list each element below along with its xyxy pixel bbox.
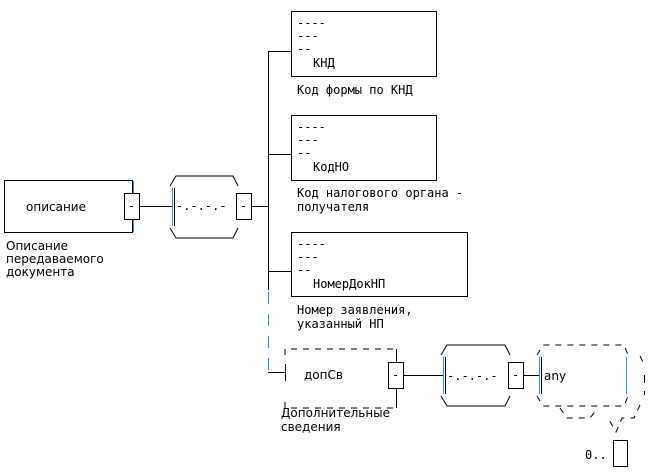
collapse-symbol: - — [240, 199, 247, 213]
sequence-collapse-button[interactable]: - — [236, 193, 252, 220]
root-caption-line: передаваемого — [6, 252, 104, 266]
element-caption: указанный НП — [297, 317, 384, 331]
root-caption-line: документа — [6, 265, 75, 279]
root-element-name: описание — [26, 200, 86, 214]
element-knd[interactable]: ---- --- -- КНД — [291, 11, 437, 77]
svg-text:----: ---- — [297, 16, 326, 30]
element-caption: Код налогового органа - — [297, 186, 463, 200]
dopsv-collapse-button[interactable]: - — [388, 362, 404, 389]
element-caption: Дополнительные — [281, 406, 390, 420]
collapse-symbol: - — [128, 199, 135, 213]
element-caption: Код формы по КНД — [297, 83, 413, 97]
sequence-compositor[interactable]: -.-.-.- — [440, 344, 511, 407]
root-caption-line: Описание — [6, 239, 68, 253]
sequence-compositor[interactable]: -.-.-.- — [169, 175, 239, 239]
svg-text:----: ---- — [297, 120, 326, 134]
element-name: допСв — [304, 368, 343, 382]
svg-text:---: --- — [297, 133, 319, 147]
svg-text:--: -- — [297, 42, 311, 56]
collapse-symbol: - — [392, 368, 399, 382]
element-name: КодНО — [313, 160, 349, 174]
element-caption: Номер заявления, — [297, 303, 413, 317]
sequence-symbol: -.-.-.- — [176, 199, 227, 213]
svg-text:---: --- — [297, 250, 319, 264]
sequence-collapse-button[interactable]: - — [508, 362, 524, 389]
element-caption: получателя — [297, 200, 369, 214]
sequence-symbol: -.-.-.- — [447, 369, 498, 383]
any-wildcard[interactable]: any — [536, 344, 646, 434]
element-kodno[interactable]: ---- --- -- КодНО — [291, 115, 437, 181]
svg-text:---: --- — [297, 29, 319, 43]
any-label: any — [544, 369, 566, 383]
occurrence-label: 0.. — [585, 448, 607, 462]
svg-text:--: -- — [297, 263, 311, 277]
root-collapse-button[interactable]: - — [124, 193, 140, 220]
svg-text:----: ---- — [297, 237, 326, 251]
element-caption: сведения — [281, 420, 341, 434]
root-element[interactable]: описание — [4, 180, 134, 233]
element-name: НомерДокНП — [313, 277, 385, 291]
collapse-symbol: - — [512, 368, 519, 382]
occurrence-box — [613, 440, 628, 467]
element-name: КНД — [313, 56, 335, 70]
element-dopsv[interactable]: допСв — [284, 348, 397, 409]
svg-text:--: -- — [297, 146, 311, 160]
element-nomerdoknp[interactable]: ---- --- -- НомерДокНП — [291, 232, 468, 297]
